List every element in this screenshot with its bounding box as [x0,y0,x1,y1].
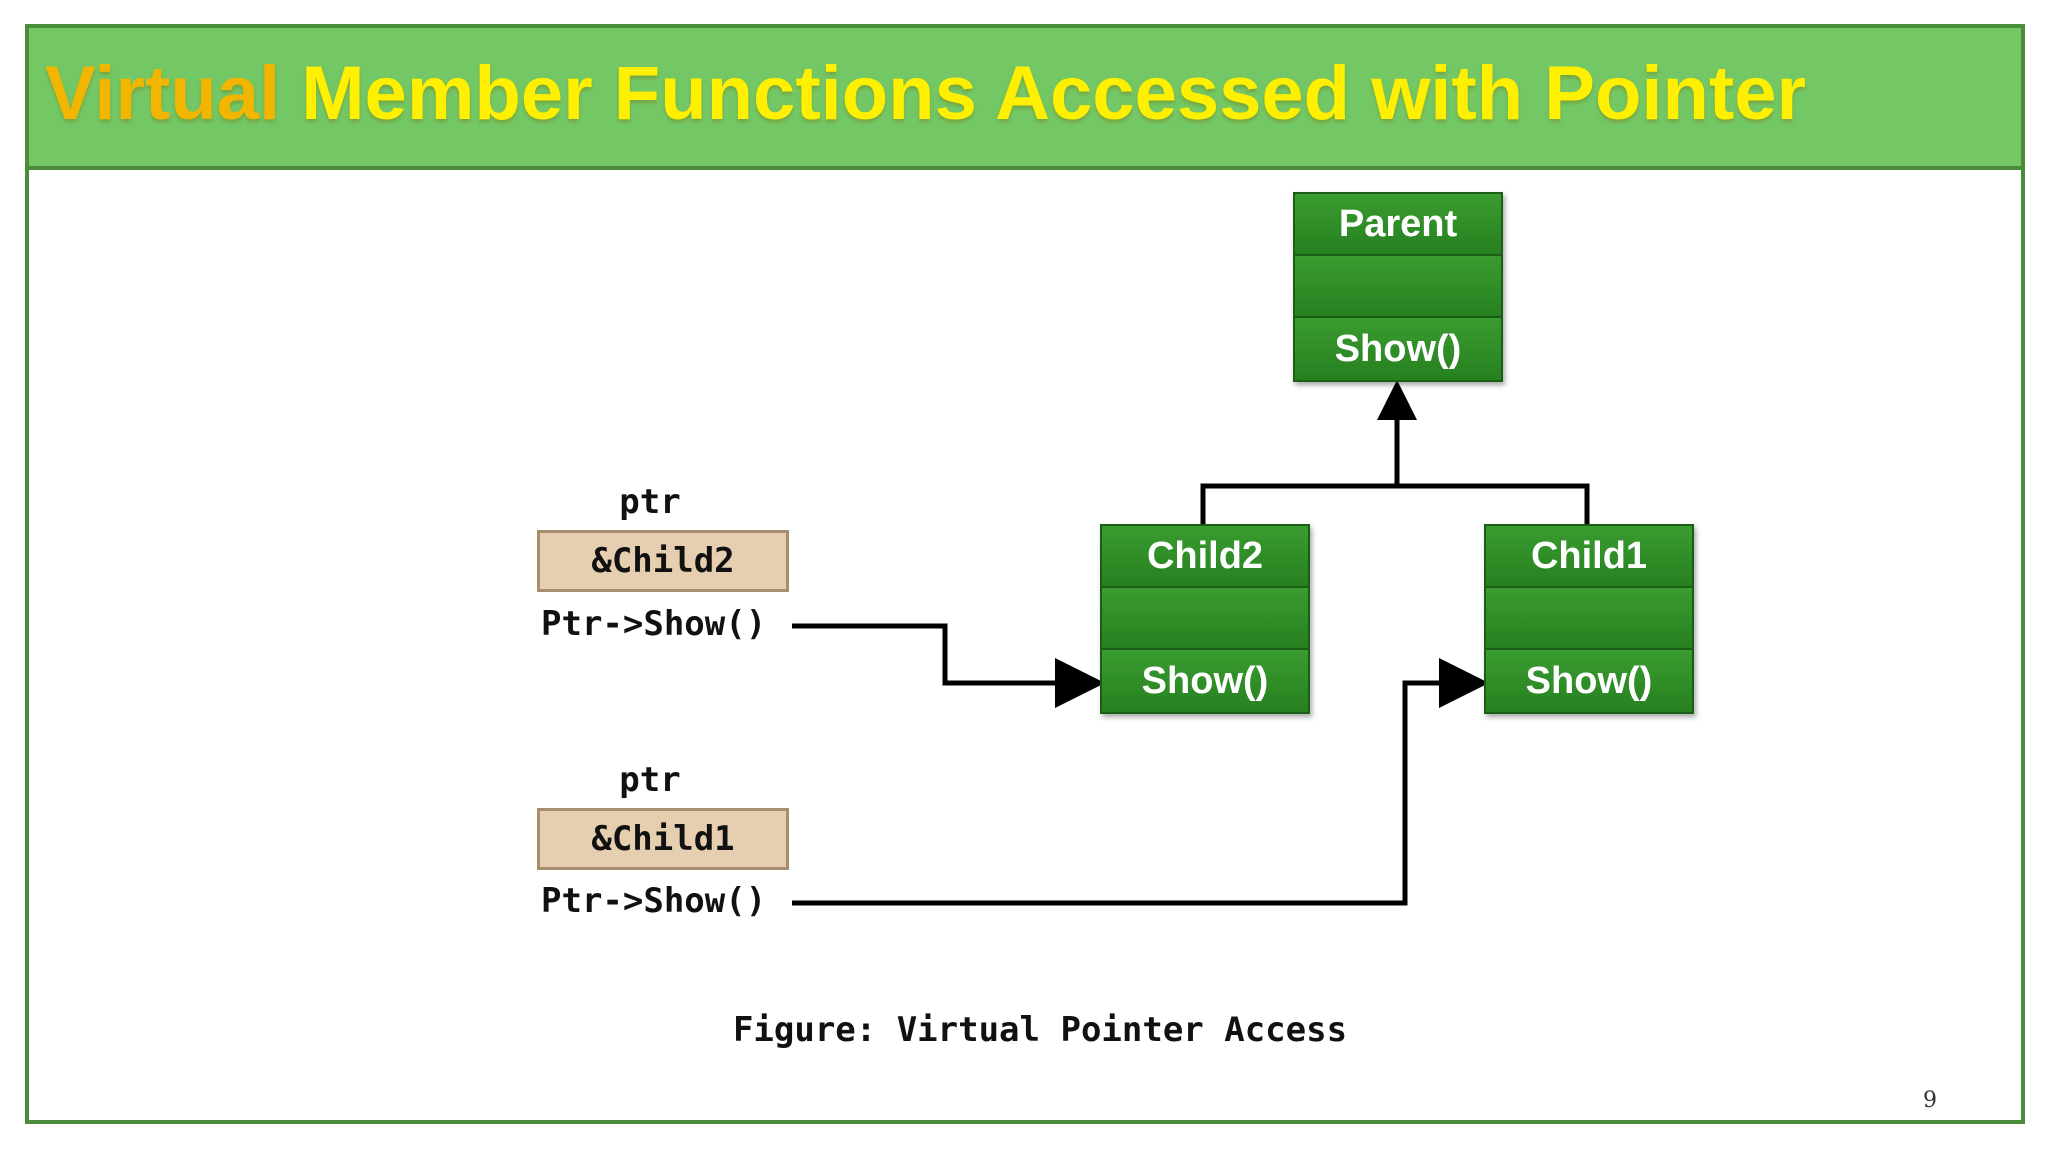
call-arrow-child1 [792,658,1489,906]
title-bar: Virtual Member Functions Accessed with P… [29,28,2021,170]
child1-class-attributes [1486,588,1692,650]
pointer-call-text: Ptr->Show() [541,604,767,644]
parent-class-attributes [1295,256,1501,318]
title-rest: Member Functions Accessed with Pointer [301,51,1807,136]
child2-class-method: Show() [1102,650,1308,712]
parent-class-method: Show() [1295,318,1501,380]
title-first-word: Virtual [45,51,281,136]
child1-class-box: Child1 Show() [1484,524,1694,714]
inheritance-connector-child2 [1200,483,1397,524]
child1-class-name: Child1 [1486,526,1692,588]
parent-class-name: Parent [1295,194,1501,256]
pointer-label: ptr [619,760,681,800]
inheritance-connector-child1 [1397,483,1590,524]
parent-class-box: Parent Show() [1293,192,1503,382]
child2-class-name: Child2 [1102,526,1308,588]
pointer-value-box: &Child2 [537,530,789,592]
slide-title: Virtual Member Functions Accessed with P… [45,44,1806,144]
pointer-call-text: Ptr->Show() [541,881,767,921]
call-arrow-child2 [792,623,1105,708]
figure-caption: Figure: Virtual Pointer Access [732,1010,1348,1050]
child1-class-method: Show() [1486,650,1692,712]
page-number: 9 [1923,1088,1937,1113]
child2-class-box: Child2 Show() [1100,524,1310,714]
pointer-value-box: &Child1 [537,808,789,870]
pointer-label: ptr [619,482,681,522]
child2-class-attributes [1102,588,1308,650]
